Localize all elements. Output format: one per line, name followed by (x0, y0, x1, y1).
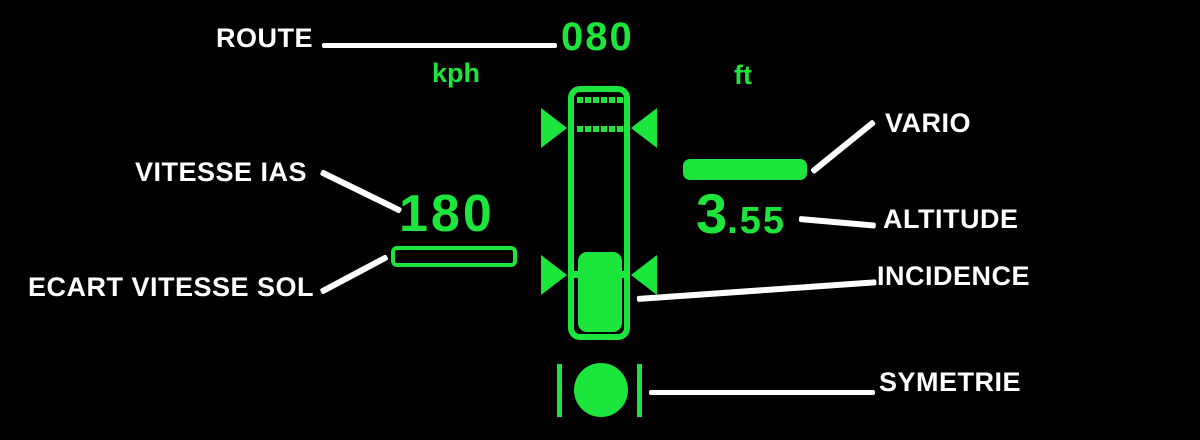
altitude-unit-label: ft (734, 60, 752, 90)
route-callout-line (322, 43, 557, 48)
altitude-value: 3 .55 (696, 186, 786, 242)
symetrie-callout-line (649, 390, 875, 395)
incidence-marker-triangle-bottom-right (631, 255, 657, 295)
vitesse-ias-callout-line (319, 169, 403, 214)
vitesse-ias-value: 180 (399, 185, 495, 243)
incidence-marker-triangle-bottom-left (541, 255, 567, 295)
incidence-gauge-tick-left (574, 271, 582, 278)
symetrie-label: SYMETRIE (879, 367, 1022, 397)
incidence-label: INCIDENCE (877, 261, 1031, 291)
ecart-vitesse-sol-callout-line (319, 254, 389, 295)
route-value: 080 (561, 15, 634, 59)
ecart-vitesse-sol-indicator (391, 246, 517, 267)
ecart-vitesse-sol-label: ECART VITESSE SOL (28, 272, 315, 302)
symetrie-bar-left (557, 364, 562, 417)
incidence-gauge-dash-row-top (577, 97, 623, 103)
incidence-gauge-fill (578, 252, 622, 332)
incidence-gauge-outline (568, 86, 630, 340)
symetrie-ball (574, 363, 628, 417)
route-label: ROUTE (216, 23, 313, 53)
altitude-callout-line (798, 216, 876, 229)
incidence-marker-triangle-top-right (631, 108, 657, 148)
vario-label: VARIO (885, 108, 972, 138)
incidence-gauge-tick-right (618, 271, 626, 278)
vario-callout-line (810, 119, 877, 175)
symetrie-bar-right (637, 364, 642, 417)
incidence-marker-triangle-top-left (541, 108, 567, 148)
altitude-value-integer: 3 (696, 182, 728, 245)
vitesse-ias-label: VITESSE IAS (135, 157, 308, 187)
vario-bar (683, 159, 807, 180)
incidence-callout-line (636, 279, 877, 302)
incidence-gauge-dash-row-bottom (577, 126, 623, 132)
altitude-value-fraction: .55 (727, 200, 786, 242)
speed-unit-label: kph (432, 58, 481, 88)
altitude-label: ALTITUDE (883, 204, 1019, 234)
